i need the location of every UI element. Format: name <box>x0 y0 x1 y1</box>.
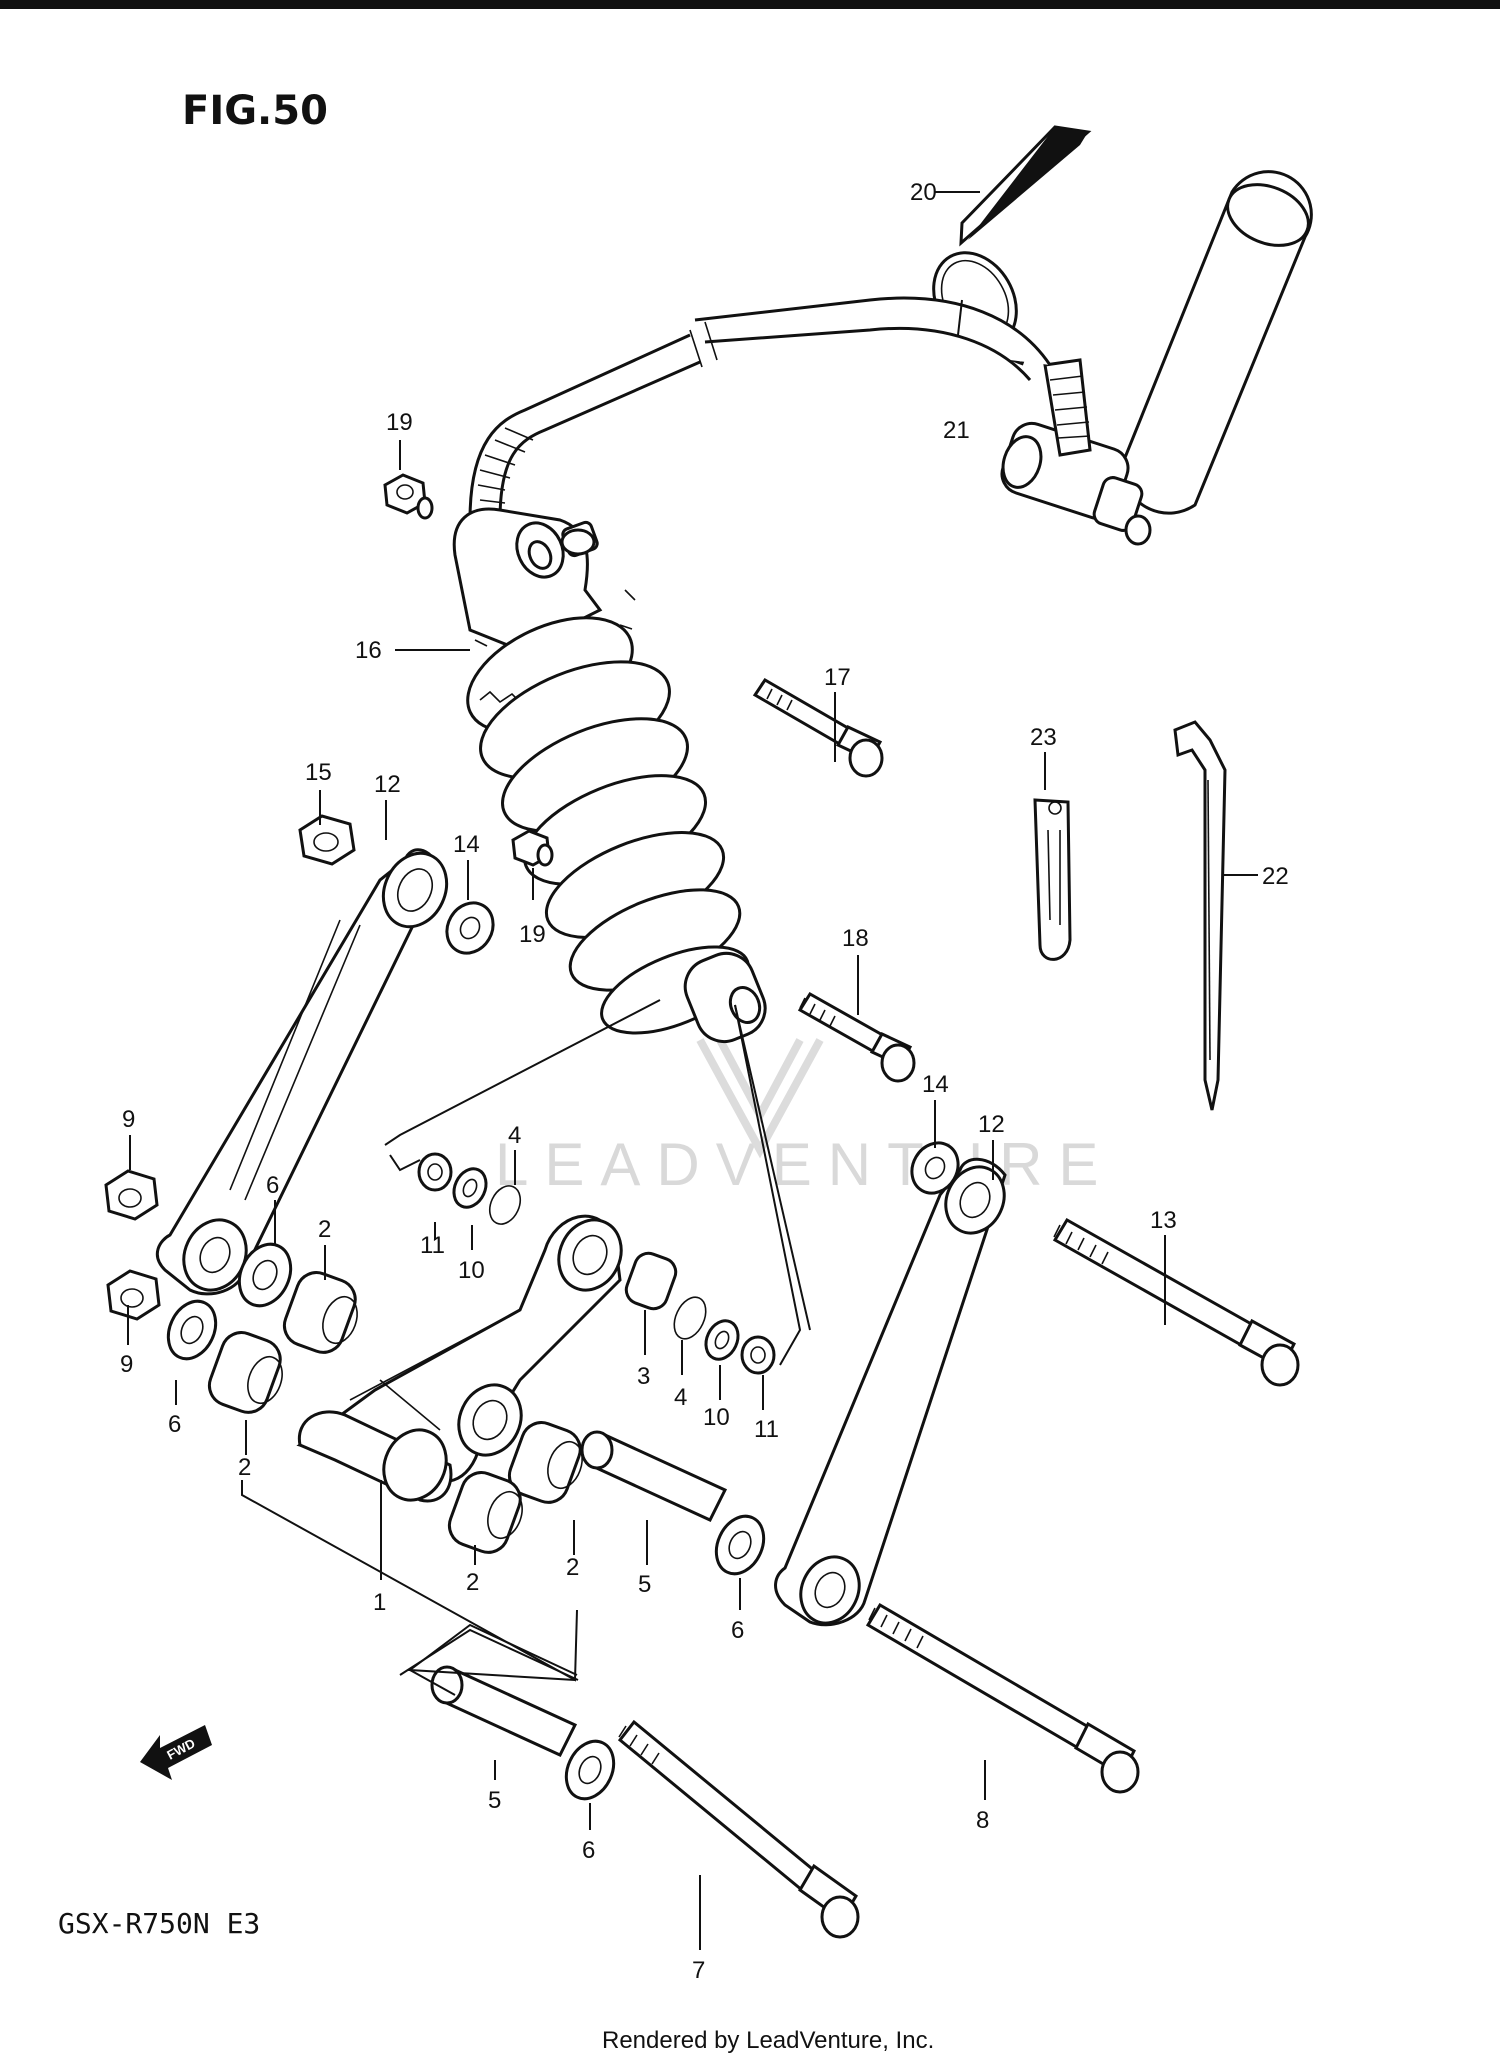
label-strip <box>959 125 1092 247</box>
hose-fitting <box>1043 358 1092 457</box>
model-label: GSX-R750N E3 <box>58 1907 260 1940</box>
middle-nut-19 <box>511 829 554 867</box>
callout-3: 3 <box>637 1363 650 1390</box>
leader-lines <box>127 191 1258 1950</box>
callout-6-lower: 6 <box>168 1411 181 1438</box>
callout-18: 18 <box>842 925 869 952</box>
reservoir-canister <box>1118 170 1313 515</box>
callout-17: 17 <box>824 664 851 691</box>
callout-19-middle: 19 <box>519 921 546 948</box>
callout-2-center: 2 <box>566 1554 579 1581</box>
callout-21: 21 <box>943 417 970 444</box>
damper-hose <box>468 296 1052 521</box>
callout-2-left: 2 <box>238 1454 251 1481</box>
circlip-4-right <box>673 1296 707 1340</box>
washer-6-bottom <box>564 1739 616 1801</box>
bearing-2-upper <box>282 1271 358 1354</box>
nut-9-lower <box>106 1269 161 1321</box>
callout-23: 23 <box>1030 724 1057 751</box>
rear-shock-absorber <box>452 507 767 1044</box>
bracket-23 <box>1033 798 1072 961</box>
washer-10-right <box>704 1319 740 1361</box>
top-nut-19 <box>383 473 434 520</box>
nut-15 <box>298 814 356 866</box>
fwd-direction-arrow: FWD <box>140 1725 212 1780</box>
callout-19-top: 19 <box>386 409 413 436</box>
bearing-2-lower <box>447 1471 523 1554</box>
callout-5-upper: 5 <box>638 1571 651 1598</box>
shock-top-nut <box>560 528 596 556</box>
callout-14-left: 14 <box>453 831 480 858</box>
tie-rod-right <box>774 1157 1007 1627</box>
callout-4-right: 4 <box>674 1384 687 1411</box>
callout-2-upper: 2 <box>318 1216 331 1243</box>
washer-6-upper-left <box>237 1242 293 1308</box>
callout-labels: 20 21 19 16 17 23 22 15 12 14 19 18 14 1… <box>120 179 1289 1984</box>
bolt-8 <box>865 1602 1140 1794</box>
callout-11-right: 11 <box>754 1416 779 1443</box>
callout-12-right: 12 <box>978 1111 1005 1138</box>
callout-10-left: 10 <box>458 1257 485 1284</box>
figure-title: FIG.50 <box>182 88 328 134</box>
washer-14-right <box>910 1141 960 1195</box>
callout-6-center: 6 <box>731 1617 744 1644</box>
collar-3 <box>624 1251 678 1311</box>
callout-20: 20 <box>910 179 937 206</box>
cushion-lever <box>296 1214 623 1503</box>
bearing-2-center <box>507 1421 583 1504</box>
bolt-13 <box>1052 1217 1300 1387</box>
callout-14-right: 14 <box>922 1071 949 1098</box>
seal-11-left <box>417 1152 453 1192</box>
callout-16: 16 <box>355 637 382 664</box>
washer-10-left <box>452 1167 488 1209</box>
reservoir-mount <box>1000 421 1152 546</box>
callout-6-bottom: 6 <box>582 1837 595 1864</box>
bearing-2-left <box>207 1331 283 1414</box>
callout-9-upper: 9 <box>122 1106 135 1133</box>
callout-6-upper: 6 <box>266 1172 279 1199</box>
callout-10-right: 10 <box>703 1404 730 1431</box>
footer-credit: Rendered by LeadVenture, Inc. <box>602 2027 934 2054</box>
circlip-4-left <box>488 1185 522 1225</box>
callout-5-lower: 5 <box>488 1787 501 1814</box>
callout-11-left: 11 <box>420 1232 445 1259</box>
callout-7: 7 <box>692 1957 705 1984</box>
lower-shock-bolt <box>797 991 916 1083</box>
callout-2-lower: 2 <box>466 1569 479 1596</box>
spacer-5-lower <box>430 1665 578 1757</box>
callout-1: 1 <box>373 1589 386 1616</box>
callout-4-left: 4 <box>508 1122 521 1149</box>
wrench-tool-22 <box>1173 720 1227 1111</box>
washer-6-lower-left <box>166 1299 218 1361</box>
nut-9-upper <box>104 1169 159 1221</box>
callout-13: 13 <box>1150 1207 1177 1234</box>
spacer-5-upper <box>580 1430 728 1522</box>
callout-15: 15 <box>305 759 332 786</box>
watermark-text: LEADVENTURE <box>495 1131 1114 1198</box>
seal-11-right <box>740 1335 776 1375</box>
callout-12-left: 12 <box>374 771 401 798</box>
washer-14-left <box>445 901 495 955</box>
upper-shock-bolt <box>752 677 884 778</box>
bolt-7 <box>617 1719 860 1939</box>
callout-22: 22 <box>1262 863 1289 890</box>
washer-6-center <box>714 1514 766 1576</box>
callout-9-lower: 9 <box>120 1351 133 1378</box>
top-border <box>0 0 1500 9</box>
tie-rod-left <box>155 848 449 1296</box>
callout-8: 8 <box>976 1807 989 1834</box>
